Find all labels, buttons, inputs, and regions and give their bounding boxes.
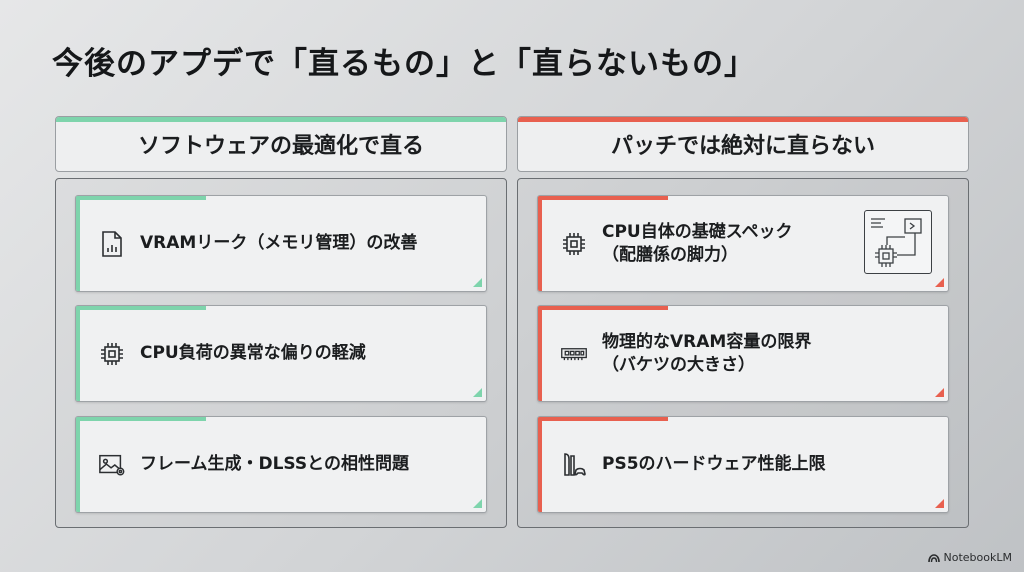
right-card-vram-capacity: 物理的なVRAM容量の限界 （バケツの大きさ） xyxy=(537,305,949,402)
cpu-chip-icon xyxy=(560,230,588,258)
document-chart-icon xyxy=(98,230,126,258)
brand-label: NotebookLM xyxy=(943,551,1012,564)
brand-watermark: NotebookLM xyxy=(927,551,1012,564)
left-card-cpu-load: CPU負荷の異常な偏りの軽減 xyxy=(75,305,487,402)
right-card-cpu-spec: CPU自体の基礎スペック （配膳係の脚力） xyxy=(537,195,949,292)
card-subtext: （配膳係の脚力） xyxy=(602,244,738,265)
page-title: 今後のアプデで「直るもの」と「直らないもの」 xyxy=(52,46,756,82)
card-text: PS5のハードウェア性能上限 xyxy=(602,454,826,475)
left-column-header: ソフトウェアの最適化で直る xyxy=(55,116,507,172)
notebooklm-logo-icon xyxy=(927,553,940,562)
cpu-chip-icon xyxy=(98,340,126,368)
card-text: フレーム生成・DLSSとの相性問題 xyxy=(140,454,409,475)
memory-module-icon xyxy=(560,340,588,368)
card-subtext: （バケツの大きさ） xyxy=(602,354,755,375)
right-column-header: パッチでは絶対に直らない xyxy=(517,116,969,172)
card-text: 物理的なVRAM容量の限界 xyxy=(602,331,812,352)
left-card-frame-gen: フレーム生成・DLSSとの相性問題 xyxy=(75,416,487,513)
circuit-diagram-icon xyxy=(864,210,932,274)
left-card-vram-leak: VRAMリーク（メモリ管理）の改善 xyxy=(75,195,487,292)
image-settings-icon xyxy=(98,451,126,479)
left-column-header-label: ソフトウェアの最適化で直る xyxy=(137,134,424,159)
left-panel: VRAMリーク（メモリ管理）の改善 CPU負荷の異常な偏りの軽減 フレーム生成・… xyxy=(55,178,507,528)
card-text: CPU自体の基礎スペック xyxy=(602,221,793,242)
right-card-ps5-limit: PS5のハードウェア性能上限 xyxy=(537,416,949,513)
card-text: VRAMリーク（メモリ管理）の改善 xyxy=(140,233,418,254)
right-panel: CPU自体の基礎スペック （配膳係の脚力） 物理的なVRAM容量の限界 xyxy=(517,178,969,528)
right-column-header-label: パッチでは絶対に直らない xyxy=(610,134,875,159)
console-icon xyxy=(560,451,588,479)
card-text: CPU負荷の異常な偏りの軽減 xyxy=(140,343,366,364)
